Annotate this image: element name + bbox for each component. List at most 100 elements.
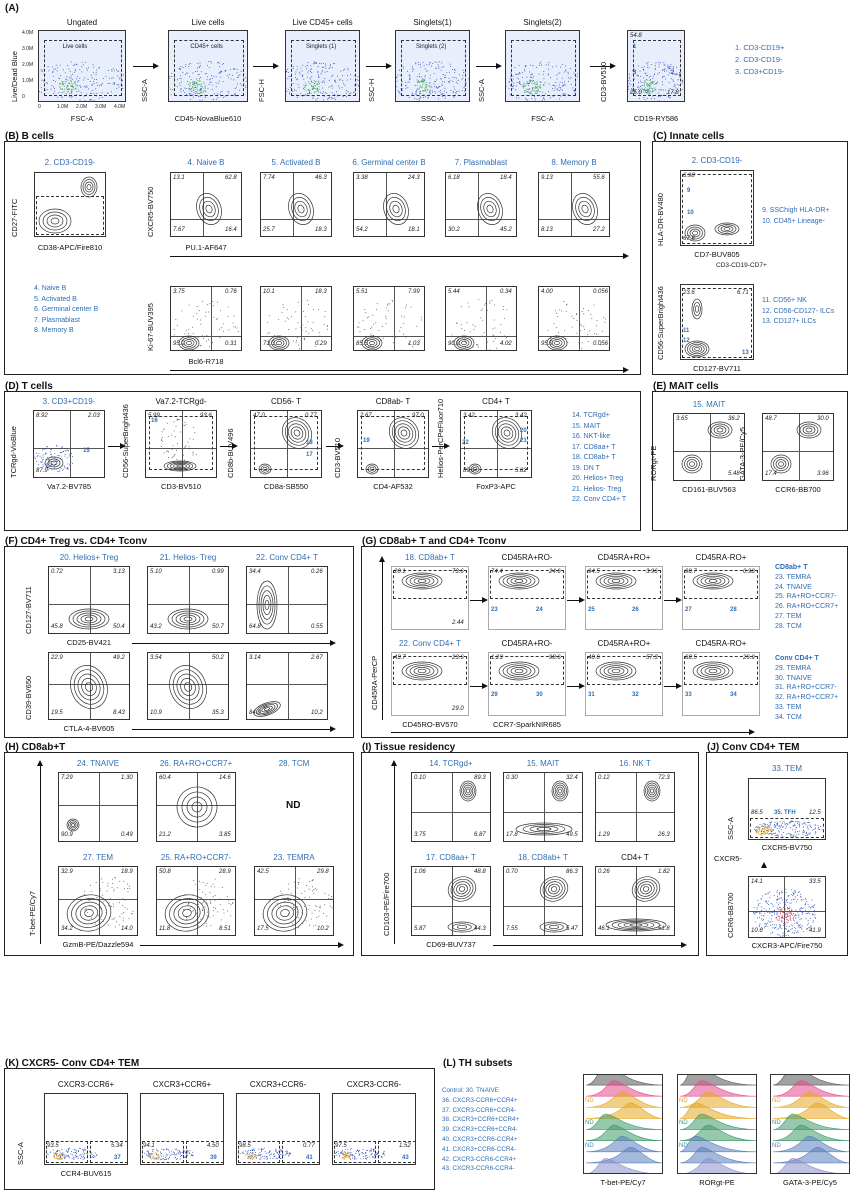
event-dot (311, 912, 313, 914)
plot-title: 25. RA+RO+CCR7- (160, 853, 232, 862)
gate-value: 26.9 (743, 655, 755, 661)
event-dot (649, 93, 651, 95)
event-dot (342, 75, 344, 77)
event-dot (322, 913, 324, 915)
event-dot (311, 68, 313, 70)
tick-label: 3.0M (95, 104, 107, 110)
panel-f-box (4, 546, 354, 738)
event-dot (198, 95, 200, 97)
event-dot (805, 909, 807, 911)
event-dot (454, 96, 456, 98)
event-dot (439, 90, 441, 92)
event-dot (591, 317, 593, 319)
event-dot (326, 71, 328, 73)
event-dot (808, 906, 810, 908)
event-dot (647, 83, 649, 85)
event-dot (419, 92, 421, 94)
event-dot (61, 80, 63, 82)
event-dot (572, 87, 574, 89)
event-dot (786, 898, 788, 900)
event-dot (372, 335, 374, 337)
event-dot (324, 892, 326, 894)
event-dot (187, 903, 189, 905)
event-dot (119, 924, 121, 926)
event-dot (764, 912, 766, 914)
event-dot (312, 88, 314, 90)
event-dot (230, 78, 232, 80)
event-dot (794, 892, 796, 894)
event-dot (463, 85, 465, 87)
event-dot (122, 74, 124, 76)
gate-value: 1.29 (598, 832, 610, 838)
event-dot (526, 81, 528, 83)
event-dot (194, 883, 196, 885)
legend-item: 24. TNAIVE (775, 583, 812, 591)
event-dot (192, 85, 194, 87)
event-dot (199, 88, 201, 90)
event-dot (530, 76, 532, 78)
event-dot (323, 80, 325, 82)
event-dot (109, 916, 111, 918)
gate-value: 86.5 (751, 810, 763, 816)
event-dot (800, 896, 802, 898)
event-dot (664, 78, 666, 80)
event-dot (70, 92, 72, 94)
event-dot (525, 82, 527, 84)
event-dot (310, 65, 312, 67)
contour-line (297, 204, 305, 214)
event-dot (45, 81, 47, 83)
plot-title: 15. MAIT (526, 759, 560, 768)
event-dot (74, 64, 76, 66)
event-dot (555, 65, 557, 67)
event-dot (423, 97, 425, 99)
event-dot (297, 301, 299, 303)
event-dot (425, 88, 427, 90)
event-dot (462, 69, 464, 71)
gate-boundary (682, 288, 752, 358)
contour-line (84, 616, 94, 622)
event-dot (62, 82, 64, 84)
event-dot (376, 1152, 378, 1154)
event-dot (426, 64, 428, 66)
event-dot (184, 1150, 186, 1152)
event-dot (316, 80, 318, 82)
event-dot (667, 66, 669, 68)
event-dot (313, 61, 315, 63)
event-dot (75, 88, 77, 90)
event-dot (222, 909, 224, 911)
contour-line (392, 204, 400, 214)
event-dot (199, 100, 201, 101)
event-dot (560, 88, 562, 90)
event-dot (210, 61, 212, 63)
gate-value: 14.6 (219, 775, 231, 781)
contour-line (805, 427, 813, 433)
event-dot (70, 461, 72, 463)
contour-layer (66, 818, 80, 832)
event-dot (232, 322, 234, 324)
gate-value: 13 (742, 350, 749, 356)
event-dot (655, 83, 657, 85)
gate-value: 17.4 (765, 471, 777, 477)
event-dot (188, 82, 190, 84)
event-dot (34, 456, 36, 458)
event-dot (311, 72, 313, 74)
event-dot (74, 69, 76, 71)
event-dot (430, 85, 432, 87)
contour-line (775, 459, 787, 469)
event-dot (528, 82, 530, 84)
event-dot (314, 81, 316, 83)
event-dot (81, 71, 83, 73)
y-axis-label: CD56-SuperBright436 (656, 286, 665, 360)
event-dot (195, 91, 197, 93)
panel-c-legend1: 9. SSChigh HLA-DR+ 10. CD45+ Lineage- (762, 206, 830, 227)
event-dot (65, 79, 67, 81)
event-dot (119, 901, 121, 903)
contour-line (464, 786, 472, 796)
gate-boundary (401, 40, 466, 96)
event-dot (561, 89, 563, 91)
event-dot (557, 73, 559, 75)
event-dot (766, 922, 768, 924)
plot-title: 2. CD3-CD19- (691, 156, 743, 165)
event-dot (792, 898, 794, 900)
event-dot (95, 71, 97, 73)
